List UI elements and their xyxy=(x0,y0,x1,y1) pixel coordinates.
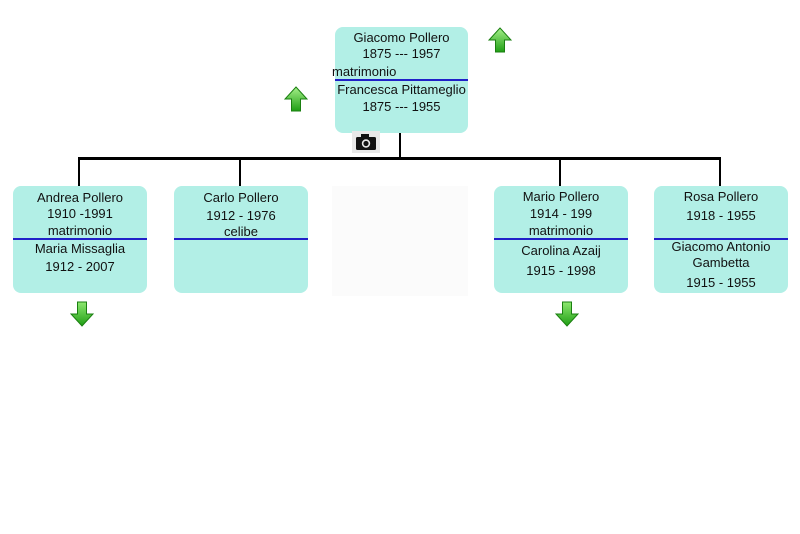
spouse-name: Francesca Pittameglio xyxy=(337,82,466,97)
child-card-rosa[interactable]: Rosa Pollero 1918 - 1955 Giacomo Antonio… xyxy=(654,186,788,293)
arrow-down-icon[interactable] xyxy=(555,301,579,327)
connector-child-1 xyxy=(78,157,80,187)
relation-label: matrimonio xyxy=(47,223,113,238)
child-card-carlo[interactable]: Carlo Pollero 1912 - 1976 celibe xyxy=(174,186,308,293)
person-name: Carlo Pollero xyxy=(203,190,279,205)
connector-child-2 xyxy=(239,157,241,187)
person-name: Mario Pollero xyxy=(522,189,600,204)
spouse-dates: 1915 - 1998 xyxy=(526,263,596,278)
spouse-dates: 1875 --- 1955 xyxy=(362,99,441,114)
spouse-separator xyxy=(494,238,628,240)
relation-label: matrimonio xyxy=(528,223,594,238)
spouse-separator xyxy=(13,238,147,240)
person-name: Giacomo Pollero xyxy=(353,30,450,45)
empty-slot xyxy=(332,186,468,296)
person-name: Rosa Pollero xyxy=(683,189,759,204)
spouse-separator xyxy=(335,79,468,81)
child-card-mario[interactable]: Mario Pollero 1914 - 199 matrimonio Caro… xyxy=(494,186,628,293)
relation-label: matrimonio xyxy=(332,64,397,79)
connector-child-4 xyxy=(719,157,721,187)
root-person-card[interactable]: Giacomo Pollero 1875 --- 1957 matrimonio… xyxy=(332,27,468,133)
spouse-dates: 1912 - 2007 xyxy=(45,259,115,274)
camera-icon[interactable] xyxy=(352,131,380,153)
person-dates: 1912 - 1976 xyxy=(206,208,276,223)
person-dates: 1910 -1991 xyxy=(47,206,113,221)
person-name: Andrea Pollero xyxy=(37,190,123,205)
spouse-separator xyxy=(654,238,788,240)
connector-child-3 xyxy=(559,157,561,187)
spouse-name: Carolina Azaij xyxy=(521,243,601,258)
spouse-name: Maria Missaglia xyxy=(34,241,126,256)
person-dates: 1875 --- 1957 xyxy=(362,46,441,61)
spouse-separator xyxy=(174,238,308,240)
spouse-name: Giacomo Antonio Gambetta xyxy=(671,239,771,270)
connector-horizontal xyxy=(78,157,721,160)
connector-root-down xyxy=(399,132,401,159)
child-card-andrea[interactable]: Andrea Pollero 1910 -1991 matrimonio Mar… xyxy=(13,186,147,293)
arrow-up-icon[interactable] xyxy=(284,86,308,112)
person-dates: 1918 - 1955 xyxy=(686,208,756,223)
arrow-down-icon[interactable] xyxy=(70,301,94,327)
person-dates: 1914 - 199 xyxy=(529,206,593,221)
relation-label: celibe xyxy=(224,224,258,239)
arrow-up-icon[interactable] xyxy=(488,27,512,53)
spouse-dates: 1915 - 1955 xyxy=(686,275,756,290)
